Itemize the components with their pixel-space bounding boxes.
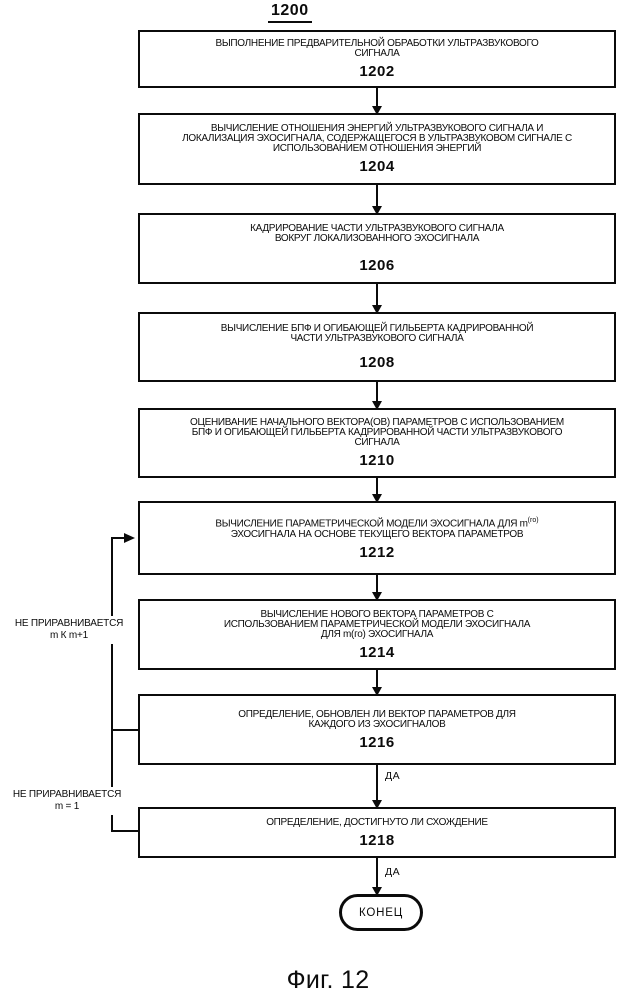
box-text-line: ВОКРУГ ЛОКАЛИЗОВАННОГО ЭХОСИГНАЛА: [274, 233, 480, 244]
process-box-1206: КАДРИРОВАНИЕ ЧАСТИ УЛЬТРАЗВУКОВОГО СИГНА…: [138, 213, 616, 284]
loop-branch-from-1216: [111, 729, 138, 731]
arrow-1218-end-yes: [372, 858, 382, 896]
box-text: ОЦЕНИВАНИЕ НАЧАЛЬНОГО ВЕКТОРА(ОВ) ПАРАМЕ…: [190, 418, 564, 448]
box-text-line: ДЛЯ m(го) ЭХОСИГНАЛА: [320, 628, 434, 640]
decision-box-1218: ОПРЕДЕЛЕНИЕ, ДОСТИГНУТО ЛИ СХОЖДЕНИЕ 121…: [138, 807, 616, 858]
box-number: 1204: [359, 158, 395, 175]
end-terminal-label: КОНЕЦ: [359, 906, 403, 919]
box-text: ВЫЧИСЛЕНИЕ НОВОГО ВЕКТОРА ПАРАМЕТРОВ С И…: [223, 608, 531, 640]
process-box-1204: ВЫЧИСЛЕНИЕ ОТНОШЕНИЯ ЭНЕРГИЙ УЛЬТРАЗВУКО…: [138, 113, 616, 185]
box-text-line: ИСПОЛЬЗОВАНИЕМ ПАРАМЕТРИЧЕСКОЙ МОДЕЛИ ЭХ…: [223, 618, 531, 630]
process-box-1208: ВЫЧИСЛЕНИЕ БПФ И ОГИБАЮЩЕЙ ГИЛЬБЕРТА КАД…: [138, 312, 616, 382]
box-text-line: БПФ И ОГИБАЮЩЕЙ ГИЛЬБЕРТА КАДРИРОВАННОЙ …: [191, 427, 563, 438]
yes-label-1218: ДА: [385, 866, 401, 878]
arrow-1204-1206: [372, 185, 382, 215]
box-text-line: ВЫЧИСЛЕНИЕ БПФ И ОГИБАЮЩЕЙ ГИЛЬБЕРТА КАД…: [220, 323, 534, 334]
box-text-line: ЧАСТИ УЛЬТРАЗВУКОВОГО СИГНАЛА: [290, 333, 464, 344]
box-text: ОПРЕДЕЛЕНИЕ, ОБНОВЛЕН ЛИ ВЕКТОР ПАРАМЕТР…: [238, 708, 516, 730]
process-box-1212: ВЫЧИСЛЕНИЕ ПАРАМЕТРИЧЕСКОЙ МОДЕЛИ ЭХОСИГ…: [138, 501, 616, 575]
loop-return-line-to-1212: [111, 537, 126, 539]
box-text-line: ВЫЧИСЛЕНИЕ НОВОГО ВЕКТОРА ПАРАМЕТРОВ С: [260, 608, 494, 620]
decision-box-1216: ОПРЕДЕЛЕНИЕ, ОБНОВЛЕН ЛИ ВЕКТОР ПАРАМЕТР…: [138, 694, 616, 765]
box-text-line: СИГНАЛА: [354, 437, 400, 448]
box-text-line: ЛОКАЛИЗАЦИЯ ЭХОСИГНАЛА, СОДЕРЖАЩЕГОСЯ В …: [182, 133, 572, 144]
box-text-line: СИГНАЛА: [354, 48, 400, 59]
arrow-1212-1214: [372, 575, 382, 601]
arrow-1202-1204: [372, 88, 382, 115]
box-number: 1210: [359, 452, 395, 469]
loop-label-reset-m: НЕ ПРИРАВНИВАЕТСЯ m = 1: [0, 787, 134, 815]
box-number: 1206: [359, 257, 395, 274]
loop-arrowhead-into-1212: [124, 533, 135, 543]
process-box-1202: ВЫПОЛНЕНИЕ ПРЕДВАРИТЕЛЬНОЙ ОБРАБОТКИ УЛЬ…: [138, 30, 616, 88]
box-text-line: ОПРЕДЕЛЕНИЕ, ОБНОВЛЕН ЛИ ВЕКТОР ПАРАМЕТР…: [238, 708, 516, 720]
box-text-line: ОПРЕДЕЛЕНИЕ, ДОСТИГНУТО ЛИ СХОЖДЕНИЕ: [266, 816, 488, 828]
figure-caption: Фиг. 12: [286, 966, 370, 994]
box-text: ОПРЕДЕЛЕНИЕ, ДОСТИГНУТО ЛИ СХОЖДЕНИЕ: [266, 816, 488, 828]
box-number: 1214: [359, 643, 395, 661]
figure-reference-number: 1200: [268, 2, 312, 23]
box-text-line: КАЖДОГО ИЗ ЭХОСИГНАЛОВ: [308, 718, 446, 730]
arrow-1210-1212: [372, 478, 382, 503]
end-terminal: КОНЕЦ: [339, 894, 423, 931]
box-text: ВЫЧИСЛЕНИЕ ОТНОШЕНИЯ ЭНЕРГИЙ УЛЬТРАЗВУКО…: [182, 124, 572, 154]
box-number: 1218: [359, 831, 395, 849]
box-text: ВЫЧИСЛЕНИЕ БПФ И ОГИБАЮЩЕЙ ГИЛЬБЕРТА КАД…: [220, 323, 534, 344]
box-number: 1216: [359, 733, 395, 751]
loop-label-line: m К m+1: [49, 630, 89, 641]
box-text-line: ВЫПОЛНЕНИЕ ПРЕДВАРИТЕЛЬНОЙ ОБРАБОТКИ УЛЬ…: [215, 38, 539, 49]
yes-label-1216: ДА: [385, 770, 401, 782]
box-text: КАДРИРОВАНИЕ ЧАСТИ УЛЬТРАЗВУКОВОГО СИГНА…: [250, 224, 504, 244]
box-number: 1212: [359, 543, 395, 561]
loop-label-increment-m: НЕ ПРИРАВНИВАЕТСЯ m К m+1: [1, 616, 137, 644]
box-number: 1208: [359, 354, 395, 371]
process-box-1210: ОЦЕНИВАНИЕ НАЧАЛЬНОГО ВЕКТОРА(ОВ) ПАРАМЕ…: [138, 408, 616, 478]
box-text-line: ЭХОСИГНАЛА НА ОСНОВЕ ТЕКУЩЕГО ВЕКТОРА ПА…: [230, 528, 524, 540]
box-text-line: ОЦЕНИВАНИЕ НАЧАЛЬНОГО ВЕКТОРА(ОВ) ПАРАМЕ…: [190, 417, 564, 428]
arrow-1208-1210: [372, 382, 382, 410]
loop-label-line: НЕ ПРИРАВНИВАЕТСЯ: [14, 618, 124, 629]
box-text-line: ИСПОЛЬЗОВАНИЕМ ОТНОШЕНИЯ ЭНЕРГИЙ: [272, 143, 482, 154]
arrow-1216-1218-yes: [372, 765, 382, 809]
box-text-line: ВЫЧИСЛЕНИЕ ПАРАМЕТРИЧЕСКОЙ МОДЕЛИ ЭХОСИГ…: [215, 516, 538, 529]
loop-vertical-line: [111, 537, 113, 832]
box-text-main: ВЫЧИСЛЕНИЕ ПАРАМЕТРИЧЕСКОЙ МОДЕЛИ ЭХОСИГ…: [215, 518, 528, 530]
box-text-line: КАДРИРОВАНИЕ ЧАСТИ УЛЬТРАЗВУКОВОГО СИГНА…: [250, 223, 504, 234]
m-th-superscript: (го): [527, 517, 539, 525]
loop-label-line: m = 1: [54, 801, 80, 812]
loop-branch-from-1218: [111, 830, 138, 832]
box-number: 1202: [359, 63, 395, 80]
box-text: ВЫПОЛНЕНИЕ ПРЕДВАРИТЕЛЬНОЙ ОБРАБОТКИ УЛЬ…: [215, 39, 538, 59]
box-text-line: ВЫЧИСЛЕНИЕ ОТНОШЕНИЯ ЭНЕРГИЙ УЛЬТРАЗВУКО…: [210, 123, 544, 134]
arrow-1206-1208: [372, 284, 382, 314]
loop-label-line: НЕ ПРИРАВНИВАЕТСЯ: [12, 789, 122, 800]
box-text: ВЫЧИСЛЕНИЕ ПАРАМЕТРИЧЕСКОЙ МОДЕЛИ ЭХОСИГ…: [215, 516, 538, 539]
arrow-1214-1216: [372, 670, 382, 696]
process-box-1214: ВЫЧИСЛЕНИЕ НОВОГО ВЕКТОРА ПАРАМЕТРОВ С И…: [138, 599, 616, 670]
